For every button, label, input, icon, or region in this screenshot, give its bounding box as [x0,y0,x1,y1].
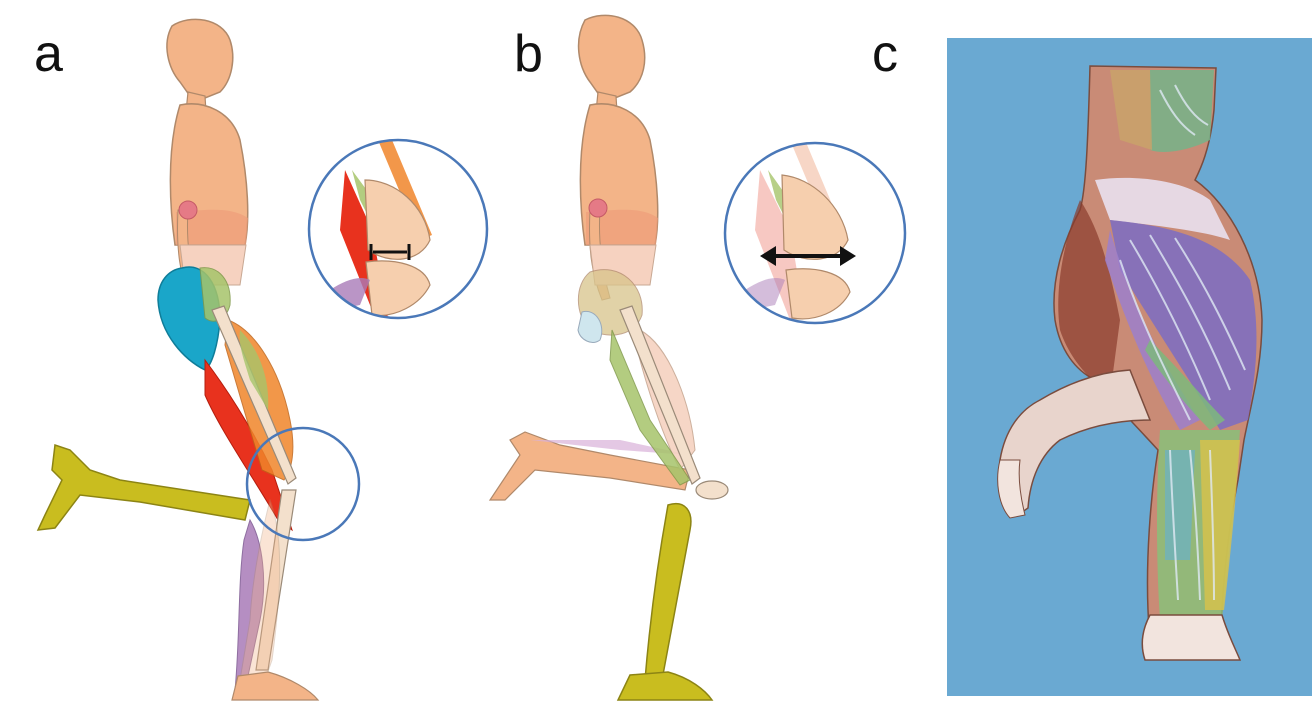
panel-b-foot [618,672,712,700]
panel-b-knee-inset [720,140,910,330]
panel-a-hand-marker [179,201,197,219]
panel-a-knee-inset [305,135,495,325]
panel-b-patella [696,481,728,499]
panel-c-calf-blue [1165,450,1195,560]
panel-c-render [947,38,1312,696]
panel-a-raised-leg-bones [38,445,250,530]
panel-a-head [167,19,233,98]
panel-b-figure [490,15,728,700]
panel-a-figure [38,19,359,700]
panel-b-hand-marker [589,199,607,217]
panel-a-foot [232,672,318,700]
panel-b-shin-bones [645,504,691,680]
panel-c-obliques [1150,70,1214,152]
panel-b-head [579,15,645,98]
